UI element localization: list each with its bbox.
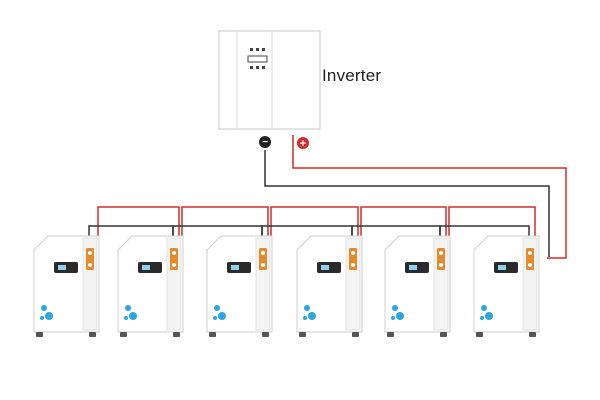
- battery-wheel: [352, 332, 359, 337]
- battery-terminal-port: [528, 263, 532, 267]
- battery-terminal-block: [259, 248, 267, 270]
- positive-link-wire: [97, 206, 180, 247]
- battery-terminal-port: [261, 263, 265, 267]
- battery-logo-dot: [480, 316, 484, 320]
- battery-display-screen: [409, 265, 417, 270]
- battery-logo-dot: [124, 316, 128, 320]
- battery-wheel: [89, 332, 96, 337]
- battery-terminal-block: [437, 248, 445, 270]
- inverter-indicators: [247, 48, 268, 69]
- battery-wheel: [440, 332, 447, 337]
- inverter: [218, 30, 321, 130]
- battery-wheel: [209, 332, 216, 337]
- battery-terminal-block: [86, 248, 94, 270]
- battery-wheel: [529, 332, 536, 337]
- positive-terminal: +: [297, 137, 309, 150]
- battery-logo-dot: [485, 312, 493, 320]
- positive-terminal-icon: [297, 137, 309, 149]
- main-negative-wire: [264, 150, 550, 257]
- negative-terminal-symbol: −: [262, 137, 268, 148]
- inverter-body: [218, 30, 321, 130]
- battery-wheel: [387, 332, 394, 337]
- battery-terminal-port: [172, 251, 176, 255]
- battery-display-screen: [498, 265, 506, 270]
- battery-wheel: [36, 332, 43, 337]
- battery-unit: [296, 235, 363, 337]
- battery-terminal-port: [439, 263, 443, 267]
- battery-stack: [33, 235, 540, 337]
- battery-terminal-port: [528, 251, 532, 255]
- battery-logo-dot: [125, 305, 131, 311]
- positive-link-wire: [181, 206, 269, 247]
- battery-display-screen: [58, 265, 66, 270]
- battery-logo-dot: [213, 316, 217, 320]
- battery-wheel: [120, 332, 127, 337]
- battery-terminal-port: [351, 263, 355, 267]
- battery-logo-dot: [392, 305, 398, 311]
- battery-unit: [384, 235, 451, 337]
- battery-unit: [206, 235, 273, 337]
- battery-unit: [33, 235, 100, 337]
- battery-logo-dot: [304, 305, 310, 311]
- battery-wheel: [262, 332, 269, 337]
- battery-display-screen: [142, 265, 150, 270]
- battery-wheel: [476, 332, 483, 337]
- battery-terminal-port: [351, 251, 355, 255]
- battery-display-screen: [231, 265, 239, 270]
- battery-logo-dot: [308, 312, 316, 320]
- battery-terminal-block: [526, 248, 534, 270]
- negative-terminal: −: [259, 136, 271, 148]
- battery-unit: [473, 235, 540, 337]
- battery-logo-dot: [481, 305, 487, 311]
- battery-terminal-block: [170, 248, 178, 270]
- battery-terminal-port: [261, 251, 265, 255]
- battery-logo-dot: [391, 316, 395, 320]
- battery-logo-dot: [129, 312, 137, 320]
- battery-terminal-port: [172, 263, 176, 267]
- battery-wheel: [299, 332, 306, 337]
- battery-terminal-port: [88, 251, 92, 255]
- positive-link-wire: [360, 206, 447, 247]
- battery-unit: [117, 235, 184, 337]
- positive-link-wire: [448, 206, 536, 247]
- main-positive-wire: [292, 135, 567, 259]
- battery-logo-dot: [41, 305, 47, 311]
- battery-logo-dot: [303, 316, 307, 320]
- battery-display-screen: [321, 265, 329, 270]
- inverter-label: Inverter: [322, 66, 382, 85]
- battery-logo-dot: [218, 312, 226, 320]
- battery-terminal-block: [349, 248, 357, 270]
- battery-wheel: [173, 332, 180, 337]
- negative-terminal-icon: [259, 136, 271, 148]
- battery-terminal-port: [88, 263, 92, 267]
- positive-link-wire: [270, 206, 359, 247]
- battery-logo-dot: [45, 312, 53, 320]
- battery-logo-dot: [214, 305, 220, 311]
- battery-terminal-port: [439, 251, 443, 255]
- battery-logo-dot: [396, 312, 404, 320]
- positive-terminal-symbol: +: [300, 138, 306, 150]
- battery-logo-dot: [40, 316, 44, 320]
